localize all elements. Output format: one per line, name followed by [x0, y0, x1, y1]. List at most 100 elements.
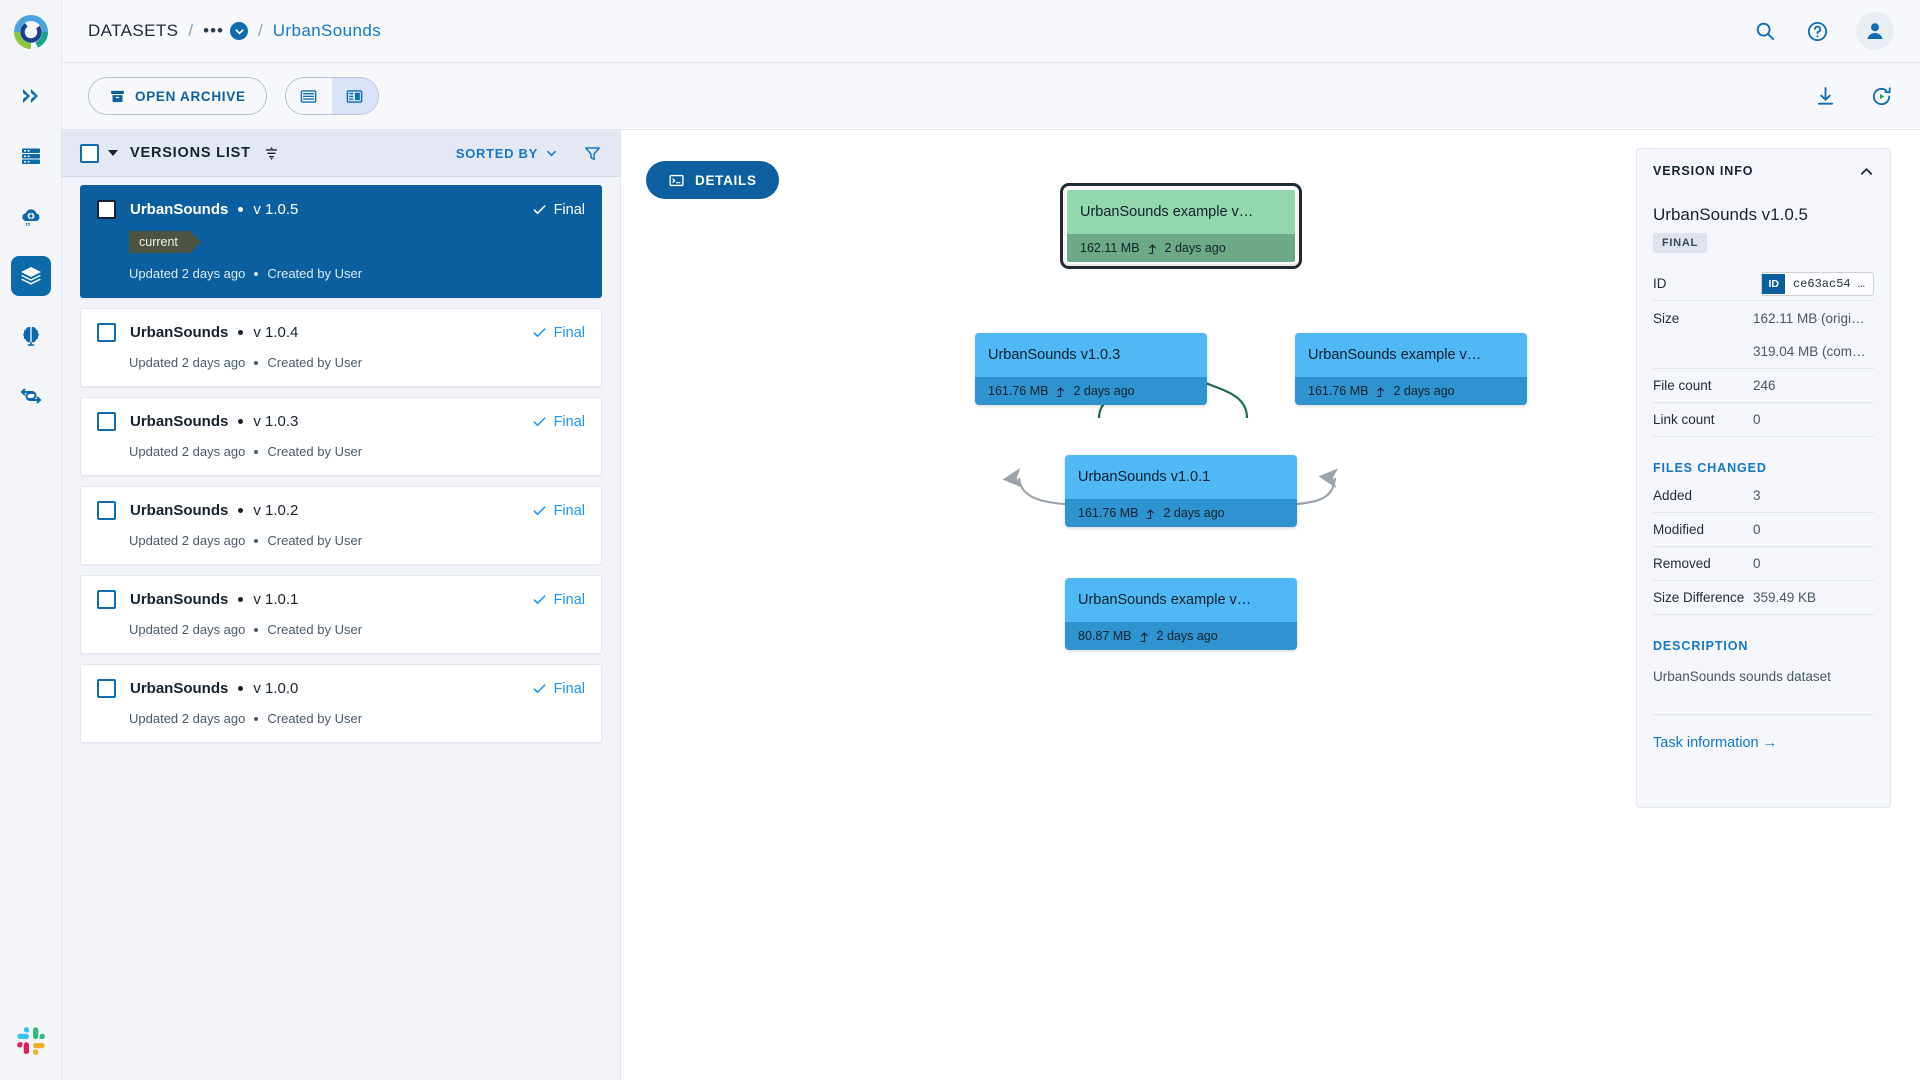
updated-label: Updated 2 days ago [129, 355, 246, 370]
select-all-checkbox[interactable] [80, 143, 99, 163]
node-title: UrbanSounds v1.0.3 [975, 333, 1207, 377]
created-label: Created by User [267, 355, 363, 370]
breadcrumb-overflow[interactable]: ••• [203, 21, 225, 40]
row-value: 3 [1753, 488, 1761, 503]
details-label: DETAILS [695, 172, 757, 188]
expand-rail-icon[interactable] [11, 76, 51, 116]
row-key: Added [1653, 488, 1693, 503]
top-header: DATASETS / ••• / UrbanSounds [62, 0, 1920, 63]
node-time: 2 days ago [1163, 506, 1225, 520]
row-key: File count [1653, 378, 1712, 393]
download-icon[interactable] [1812, 83, 1838, 109]
filter-icon[interactable] [583, 144, 602, 163]
row-checkbox[interactable] [97, 200, 116, 219]
node-size: 161.76 MB [1308, 384, 1369, 398]
status-badge: Final [532, 681, 585, 697]
version-name: UrbanSounds [130, 413, 229, 430]
cloud-settings-icon[interactable] [11, 196, 51, 236]
check-icon [532, 202, 547, 217]
separator-dot [238, 686, 244, 691]
datasets-server-icon[interactable] [11, 136, 51, 176]
separator-dot [238, 330, 244, 335]
status-label: Final [553, 680, 585, 697]
layers-icon [19, 264, 43, 288]
version-number: v 1.0.0 [253, 680, 299, 697]
help-icon[interactable] [1804, 18, 1830, 44]
files-changed-table: Added 3 Modified 0 Removed 0 Size Differ… [1653, 479, 1874, 615]
table-row-id: ID ID ce63ac54 … [1653, 267, 1874, 301]
check-icon [532, 592, 547, 607]
breadcrumb-current[interactable]: UrbanSounds [272, 21, 382, 40]
row-meta: Updated 2 days ago Created by User [129, 355, 585, 370]
chevron-up-icon[interactable] [1859, 164, 1874, 179]
node-time: 2 days ago [1164, 241, 1226, 255]
open-archive-label: OPEN ARCHIVE [135, 88, 246, 104]
view-mode-toggle [284, 77, 379, 115]
avatar[interactable] [1856, 12, 1894, 50]
sorted-by-dropdown[interactable]: SORTED BY [456, 146, 557, 161]
view-details-button[interactable] [331, 78, 378, 114]
check-icon [532, 414, 547, 429]
sort-icon[interactable] [263, 145, 280, 162]
sidebar-item-datasets[interactable] [10, 256, 51, 296]
table-row-size-compressed: 319.04 MB (com… [1653, 335, 1874, 369]
row-key: Link count [1653, 412, 1715, 427]
slack-icon[interactable] [14, 1024, 48, 1058]
select-all-dropdown-icon[interactable] [108, 150, 118, 156]
id-copy-chip[interactable]: ID ce63ac54 … [1761, 271, 1874, 296]
table-row-link-count: Link count 0 [1653, 403, 1874, 437]
auto-refresh-icon[interactable] [1868, 83, 1894, 109]
open-archive-button[interactable]: OPEN ARCHIVE [88, 77, 267, 115]
view-table-button[interactable] [286, 78, 332, 114]
description-text: UrbanSounds sounds dataset [1653, 669, 1831, 684]
row-key: ID [1653, 276, 1667, 291]
table-row-file-count: File count 246 [1653, 369, 1874, 403]
separator-dot [254, 271, 259, 276]
status-label: Final [553, 502, 585, 519]
row-checkbox[interactable] [97, 501, 116, 520]
node-size: 162.11 MB [1080, 241, 1140, 255]
node-title: UrbanSounds example v… [1065, 578, 1297, 622]
clearml-logo-icon[interactable] [7, 8, 55, 56]
row-checkbox[interactable] [97, 412, 116, 431]
task-information-link[interactable]: Task information → [1653, 714, 1874, 751]
search-icon[interactable] [1752, 18, 1778, 44]
created-label: Created by User [267, 266, 363, 281]
dataset-toolbar: OPEN ARCHIVE [62, 63, 1920, 130]
chevron-down-icon[interactable] [230, 22, 249, 40]
pipelines-icon[interactable] [11, 376, 51, 416]
version-name: UrbanSounds [130, 502, 229, 519]
row-checkbox[interactable] [97, 323, 116, 342]
row-checkbox[interactable] [97, 679, 116, 698]
row-value: 0 [1753, 522, 1761, 537]
version-name: UrbanSounds v1.0.5 [1653, 205, 1808, 224]
details-button[interactable]: DETAILS [646, 161, 779, 199]
separator-dot [254, 716, 259, 721]
updated-label: Updated 2 days ago [129, 533, 246, 548]
console-icon [668, 172, 685, 189]
row-value: 162.11 MB (origi… [1753, 310, 1865, 326]
row-checkbox[interactable] [97, 590, 116, 609]
version-info-header: VERSION INFO [1653, 149, 1874, 193]
status-label: Final [553, 324, 585, 341]
version-info-panel: VERSION INFO UrbanSounds v1.0.5 FINAL ID… [1636, 148, 1891, 808]
current-tag: current [129, 231, 201, 253]
breadcrumb-datasets[interactable]: DATASETS [88, 21, 179, 40]
brain-icon[interactable] [11, 316, 51, 356]
header-actions [1752, 12, 1894, 50]
